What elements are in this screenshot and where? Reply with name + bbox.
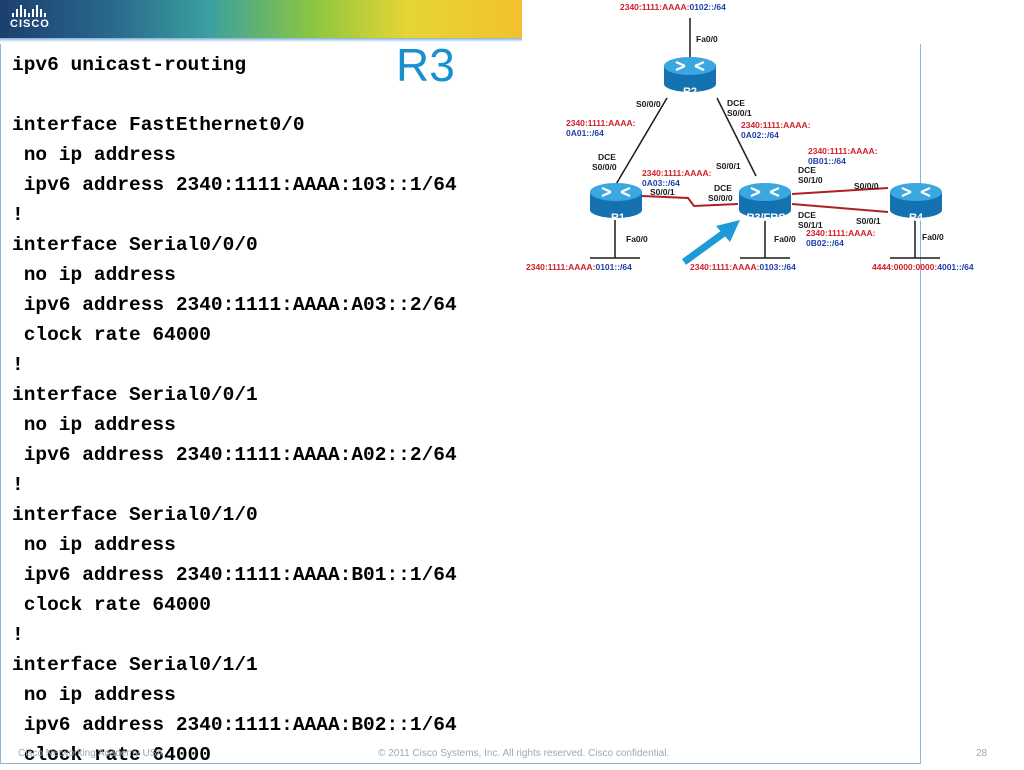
content-frame — [0, 44, 921, 764]
config-line: interface Serial0/1/0 — [12, 504, 258, 526]
config-line: interface Serial0/0/1 — [12, 384, 258, 406]
config-listing: ipv6 unicast-routing interface FastEther… — [12, 50, 457, 770]
config-line: no ip address — [12, 684, 176, 706]
link-r3-r4-bottom — [791, 203, 889, 213]
pointer-arrow-icon — [681, 220, 740, 265]
b02-network-prefix: 2340:1111:AAAA: — [806, 228, 876, 238]
links — [590, 18, 940, 259]
router-r3-label: R3/FRS — [746, 212, 785, 224]
a02-network-suffix: 0A02::/64 — [741, 130, 779, 140]
config-line: ! — [12, 474, 24, 496]
r2-s000-label: S0/0/0 — [636, 99, 661, 109]
r3-dce2-label: DCE — [798, 165, 816, 175]
r4-s001-label: S0/0/1 — [856, 216, 881, 226]
router-r2-label: R2 — [683, 86, 697, 98]
r1-lan-network: 2340:1111:AAAA:0101::/64 — [526, 262, 632, 272]
r3-s001-label: S0/0/1 — [716, 161, 741, 171]
a01-network-prefix: 2340:1111:AAAA: — [566, 118, 636, 128]
b02-network-suffix: 0B02::/64 — [806, 238, 844, 248]
r3-s010-label: S0/1/0 — [798, 175, 823, 185]
config-line — [12, 80, 457, 110]
config-line: ipv6 address 2340:1111:AAAA:103::1/64 — [12, 174, 457, 196]
r2-dce-label: DCE — [727, 98, 745, 108]
config-line: clock rate 64000 — [12, 324, 211, 346]
r2-fa-label: Fa0/0 — [696, 34, 718, 44]
config-line: interface Serial0/0/0 — [12, 234, 258, 256]
footer-course: Cisco Networking Academy USA — [18, 748, 164, 759]
r2-s001-label: S0/0/1 — [727, 108, 752, 118]
r3-s011-label: S0/1/1 — [798, 220, 823, 230]
a01-network-suffix: 0A01::/64 — [566, 128, 604, 138]
a02-network-prefix: 2340:1111:AAAA: — [741, 120, 811, 130]
r3-dce3-label: DCE — [798, 210, 816, 220]
r3-dce-label: DCE — [714, 183, 732, 193]
config-line: ! — [12, 204, 24, 226]
link-r2-r1 — [614, 97, 668, 187]
cisco-logo-text: CISCO — [10, 18, 50, 30]
page-number: 28 — [976, 748, 988, 759]
b01-network-suffix: 0B01::/64 — [808, 156, 846, 166]
network-topology-diagram: R2 R1 R3/FRS R4 2340:1111:AAAA:0102::/64… — [526, 2, 974, 272]
r1-dce-label: DCE — [598, 152, 616, 162]
config-line: interface FastEthernet0/0 — [12, 114, 305, 136]
config-line: ipv6 address 2340:1111:AAAA:B01::1/64 — [12, 564, 457, 586]
config-line: no ip address — [12, 414, 176, 436]
slide-title: R3 — [396, 39, 455, 91]
r4-lan-network: 4444:0000:0000:4001::/64 — [872, 262, 974, 272]
config-line: no ip address — [12, 264, 176, 286]
router-r1-label: R1 — [611, 212, 625, 224]
config-line: no ip address — [12, 144, 176, 166]
b01-network-prefix: 2340:1111:AAAA: — [808, 146, 878, 156]
config-line: ipv6 unicast-routing — [12, 54, 247, 76]
link-r2-r3 — [716, 97, 757, 177]
link-r1-r3 — [641, 195, 739, 208]
r4-s000-label: S0/0/0 — [854, 181, 879, 191]
r3-s000-label: S0/0/0 — [708, 193, 733, 203]
config-line: ipv6 address 2340:1111:AAAA:A02::2/64 — [12, 444, 457, 466]
a03-network-prefix: 2340:1111:AAAA: — [642, 168, 712, 178]
config-line: interface Serial0/1/1 — [12, 654, 258, 676]
a03-network-suffix: 0A03::/64 — [642, 178, 680, 188]
r1-s000-label: S0/0/0 — [592, 162, 617, 172]
r3-fa-label: Fa0/0 — [774, 234, 796, 244]
config-line: ! — [12, 624, 24, 646]
config-line: no ip address — [12, 534, 176, 556]
config-line: clock rate 64000 — [12, 594, 211, 616]
r3-lan-network: 2340:1111:AAAA:0103::/64 — [690, 262, 796, 272]
cisco-logo: CISCO — [10, 4, 70, 34]
link-r3-r4-top — [791, 187, 889, 195]
config-line: ! — [12, 354, 24, 376]
config-line: clock rate 64000 — [12, 744, 211, 766]
r1-fa-label: Fa0/0 — [626, 234, 648, 244]
r4-fa-label: Fa0/0 — [922, 232, 944, 242]
router-r4-label: R4 — [909, 212, 924, 224]
config-line: ipv6 address 2340:1111:AAAA:A03::2/64 — [12, 294, 457, 316]
r2-lan-network: 2340:1111:AAAA:0102::/64 — [620, 2, 726, 12]
cisco-logo-bars-icon — [12, 4, 70, 17]
header-band — [0, 0, 522, 38]
header-shadow — [0, 38, 522, 42]
footer-copyright: © 2011 Cisco Systems, Inc. All rights re… — [378, 748, 670, 759]
r1-s001-label: S0/0/1 — [650, 187, 675, 197]
config-line: ipv6 address 2340:1111:AAAA:B02::1/64 — [12, 714, 457, 736]
